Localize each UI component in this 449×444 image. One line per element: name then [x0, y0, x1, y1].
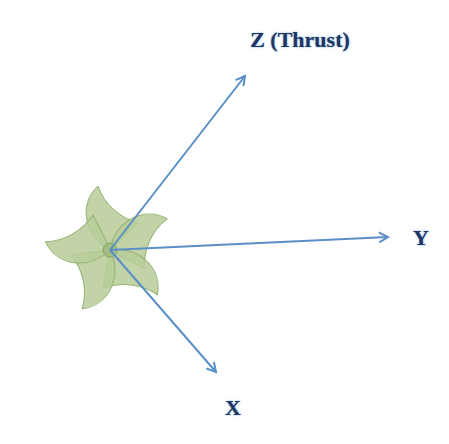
- axis-label-x: X: [225, 397, 241, 419]
- axis-arrows: [110, 76, 388, 372]
- axis-label-z: Z (Thrust): [250, 29, 350, 51]
- axis-label-y: Y: [413, 227, 429, 249]
